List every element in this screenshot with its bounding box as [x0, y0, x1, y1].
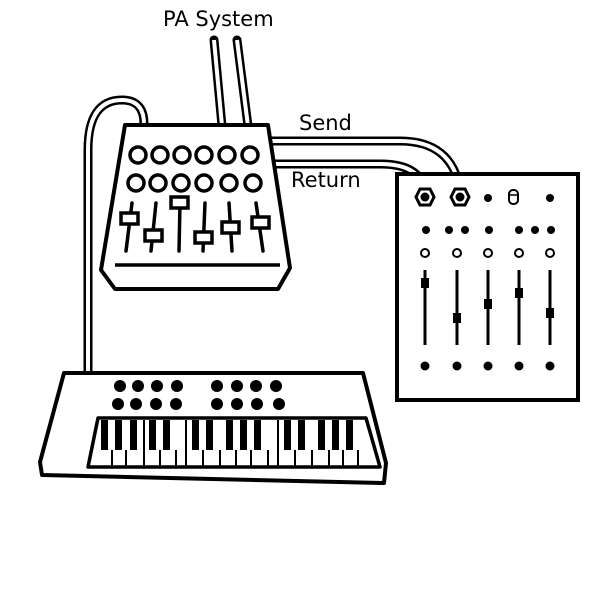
return-label: Return	[291, 168, 361, 192]
unit-fader-caps	[421, 278, 554, 323]
pa-cables-inner	[212, 39, 250, 127]
white-key-dividers	[111, 420, 359, 466]
effects-unit	[395, 172, 580, 402]
unit-dots-row	[422, 226, 555, 234]
top-dot	[484, 194, 492, 202]
mixer-fader-caps	[119, 195, 271, 245]
black-keys	[101, 420, 353, 450]
synth-buttons	[112, 380, 285, 410]
unit-leds	[420, 248, 555, 258]
unit-bottom-dots	[420, 361, 555, 371]
keyboard-synth	[38, 371, 388, 485]
cylinder-icon	[508, 189, 519, 205]
pa-system-label: PA System	[163, 7, 274, 31]
top-dot	[546, 194, 554, 202]
send-return-jacks	[414, 187, 471, 207]
keyboard-cable	[83, 95, 149, 377]
mixer	[99, 123, 292, 291]
mixer-knobs	[126, 145, 263, 193]
send-label: Send	[299, 111, 352, 135]
